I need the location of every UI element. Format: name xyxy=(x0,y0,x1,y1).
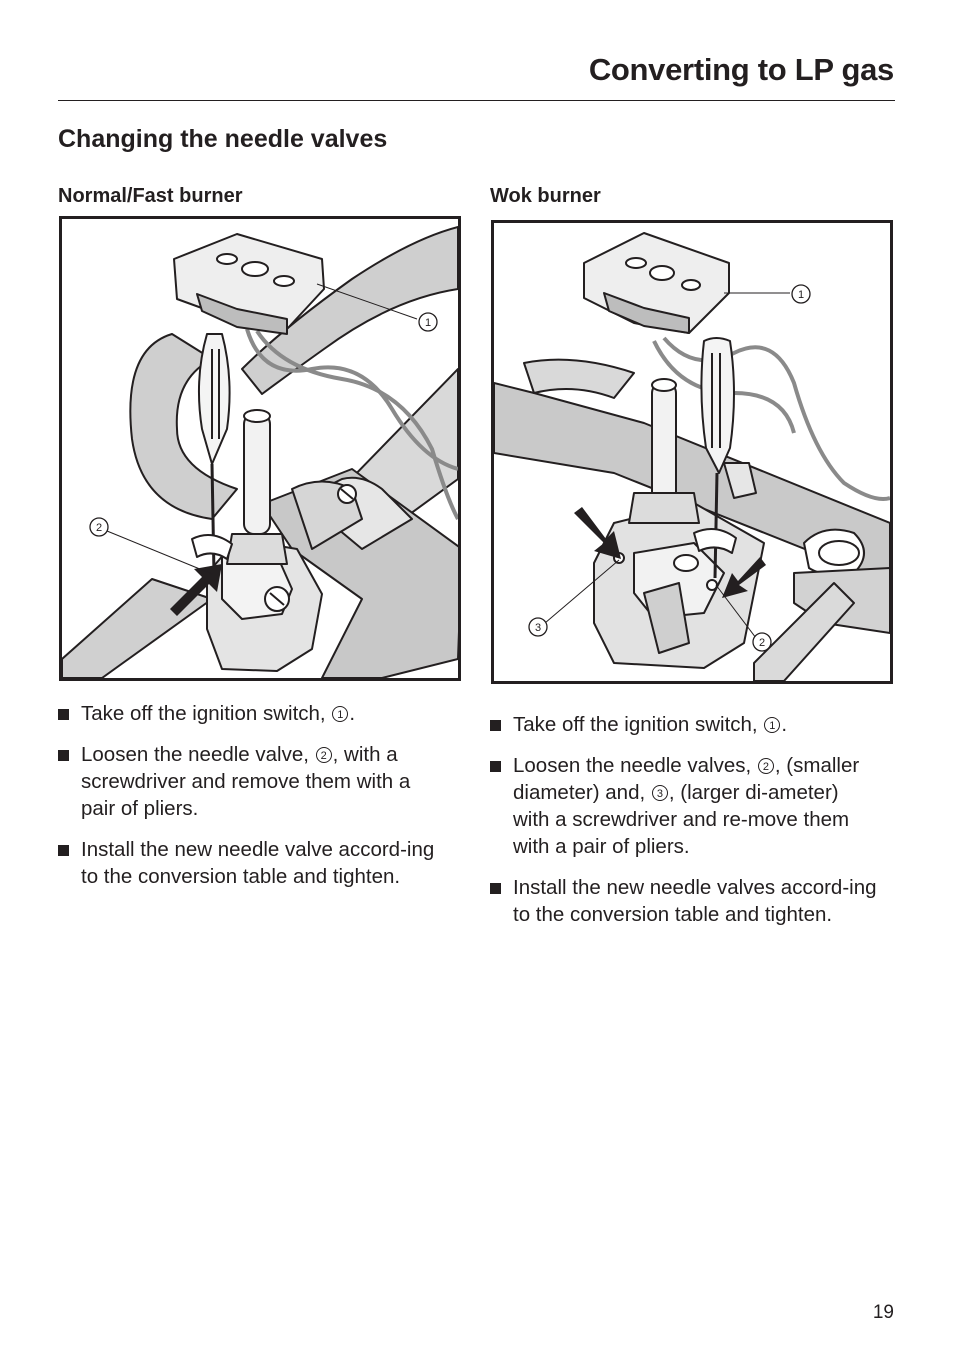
wok-burner-heading: Wok burner xyxy=(490,185,601,207)
wok-burner-figure: 1 3 2 xyxy=(491,220,893,684)
list-item: Take off the ignition switch, 1. xyxy=(58,700,446,727)
list-item: Install the new needle valve accord-ing … xyxy=(58,836,446,890)
normal-fast-burner-heading: Normal/Fast burner xyxy=(58,185,243,207)
callout-ref: 1 xyxy=(764,717,781,733)
list-item: Loosen the needle valve, 2, with a screw… xyxy=(58,741,446,822)
callout-2: 2 xyxy=(89,517,109,537)
callout-2: 2 xyxy=(752,632,772,652)
section-heading: Changing the needle valves xyxy=(58,125,388,153)
normal-fast-burner-steps: Take off the ignition switch, 1. Loosen … xyxy=(58,700,446,904)
callout-1: 1 xyxy=(418,312,438,332)
list-item: Take off the ignition switch, 1. xyxy=(490,711,878,738)
svg-text:3: 3 xyxy=(535,622,541,634)
callout-3: 3 xyxy=(528,617,548,637)
callout-ref: 1 xyxy=(332,706,349,722)
bullet-square xyxy=(58,709,69,720)
svg-text:2: 2 xyxy=(96,522,102,534)
page-title: Converting to LP gas xyxy=(588,52,894,87)
list-item: Install the new needle valves accord-ing… xyxy=(490,874,878,928)
title-rule xyxy=(58,100,895,101)
bullet-square xyxy=(490,883,501,894)
svg-text:2: 2 xyxy=(759,637,765,649)
callout-ref: 2 xyxy=(315,747,332,763)
wok-burner-steps: Take off the ignition switch, 1. Loosen … xyxy=(490,711,878,942)
callout-ref: 3 xyxy=(651,785,668,801)
callout-ref: 2 xyxy=(757,758,774,774)
svg-text:1: 1 xyxy=(425,317,431,329)
bullet-square xyxy=(58,750,69,761)
bullet-square xyxy=(490,720,501,731)
page-number: 19 xyxy=(872,1302,894,1323)
callout-1: 1 xyxy=(791,284,811,304)
svg-text:1: 1 xyxy=(798,289,804,301)
list-item: Loosen the needle valves, 2, (smaller di… xyxy=(490,752,878,860)
bullet-square xyxy=(490,761,501,772)
bullet-square xyxy=(58,845,69,856)
normal-fast-burner-figure: 1 2 xyxy=(59,216,461,681)
